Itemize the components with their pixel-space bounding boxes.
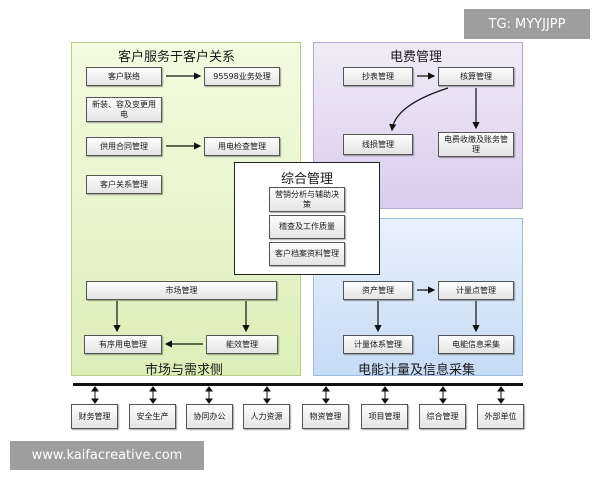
external-system-material: 物资管理 xyxy=(302,404,349,429)
link-finance xyxy=(91,386,99,404)
billing-region-title: 电费管理 xyxy=(390,50,443,65)
link-material xyxy=(322,386,330,404)
link-safety xyxy=(149,386,157,404)
watermark-bottom: www.kaifacreative.com xyxy=(10,441,204,470)
watermark-top: TG: MYYJJPP xyxy=(464,9,590,39)
market-management-box: 市场管理 xyxy=(86,281,277,300)
external-system-general: 综合管理 xyxy=(419,404,466,429)
orderly-power-box: 有序用电管理 xyxy=(84,335,162,354)
external-system-project: 项目管理 xyxy=(361,404,408,429)
link-project xyxy=(381,386,389,404)
new-install-box: 新装、容及变更用电 xyxy=(86,97,162,122)
integration-bus-line xyxy=(73,383,523,386)
audit-quality-box: 稽查及工作质量 xyxy=(269,215,345,239)
marketing-analysis-box: 营销分析与辅助决策 xyxy=(269,187,345,212)
energy-efficiency-box: 能效管理 xyxy=(206,335,278,354)
customer-contact-box: 客户联络 xyxy=(86,67,162,86)
line-loss-box: 线损管理 xyxy=(343,134,413,155)
asset-management-box: 资产管理 xyxy=(343,281,413,300)
customer-relationship-box: 客户关系管理 xyxy=(86,175,162,194)
metering-point-box: 计量点管理 xyxy=(438,281,514,300)
hotline-95598-box: 95598业务处理 xyxy=(204,67,280,86)
link-hr xyxy=(263,386,271,404)
supply-contract-box: 供用合同管理 xyxy=(86,137,162,156)
external-system-finance: 财务管理 xyxy=(71,404,118,429)
metering-region-title: 电能计量及信息采集 xyxy=(358,363,476,378)
customer-region-title: 客户服务于客户关系 xyxy=(118,50,236,65)
link-external xyxy=(497,386,505,404)
integrated-management-title: 综合管理 xyxy=(280,172,333,187)
fee-collection-box: 电费收缴及账务管理 xyxy=(438,132,514,157)
meter-reading-box: 抄表管理 xyxy=(343,67,413,86)
accounting-box: 核算管理 xyxy=(438,67,514,86)
energy-data-collection-box: 电能信息采集 xyxy=(438,335,514,354)
external-system-hr: 人力资源 xyxy=(243,404,290,429)
arrow-accounting-to-lineloss xyxy=(389,87,449,132)
link-general xyxy=(439,386,447,404)
power-inspection-box: 用电检查管理 xyxy=(204,137,280,156)
metering-system-box: 计量体系管理 xyxy=(343,335,413,354)
external-system-outside: 外部单位 xyxy=(477,404,524,429)
market-region-title: 市场与需求侧 xyxy=(145,363,224,378)
external-system-safety: 安全生产 xyxy=(129,404,176,429)
customer-archive-box: 客户档案资料管理 xyxy=(269,242,345,266)
external-system-office: 协同办公 xyxy=(186,404,233,429)
link-office xyxy=(205,386,213,404)
